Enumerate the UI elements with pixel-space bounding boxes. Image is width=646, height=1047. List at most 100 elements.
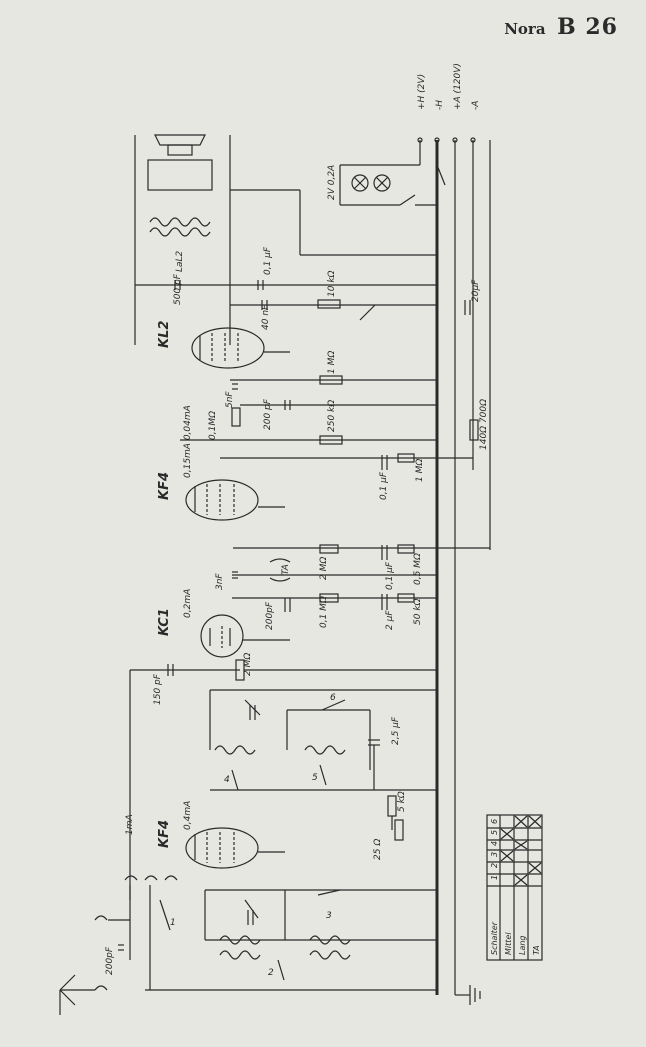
res-10k-label: 10 kΩ (327, 270, 337, 297)
resistor-05m (397, 544, 415, 554)
tube-kf4-rf-current: 0,4mA (183, 801, 193, 830)
antenna-sockets (94, 875, 178, 991)
tube-kf4-af-current: 0,15mA 0,04mA (183, 405, 193, 478)
lamp-lal2-label: LaL2 (175, 250, 185, 272)
cap-200pf-b-label: 200pF (265, 601, 275, 630)
table-header-4: 4 (490, 841, 499, 846)
switch-num-5: 5 (312, 773, 318, 783)
resistor-25 (394, 819, 404, 841)
tube-kf4-af-envelope (185, 479, 259, 521)
resistor-2m (319, 544, 339, 554)
tube-kf4-rf: KF4 0,4mA (157, 801, 285, 869)
table-header-2: 2 (490, 863, 499, 868)
res-1m-b-label: 1 MΩ (415, 459, 425, 482)
switch-num-3: 3 (326, 911, 332, 921)
cap-500pf-label: 500 pF (173, 273, 183, 305)
res-140-700-label: 140Ω 700Ω (479, 399, 489, 450)
supply-label-h-plus: +H (2V) (417, 74, 427, 110)
table-row-ta: TA (532, 945, 541, 955)
switch-num-2: 2 (268, 968, 274, 978)
resistor-01m (231, 407, 241, 427)
res-01m-b-label: 0,1 MΩ (319, 596, 329, 628)
cap-40nf-label: 40 nF (261, 304, 271, 330)
res-2m-label: 2 MΩ (319, 557, 329, 580)
switch-2 (277, 959, 285, 981)
cap-2uf-label: 2 µF (385, 610, 395, 630)
res-25-label: 25 Ω (373, 839, 383, 860)
switch-6 (321, 699, 346, 711)
title-header: Nora B 26 (504, 14, 618, 40)
table-row-mittel: Mittel (504, 932, 513, 955)
res-1m-label: 1 MΩ (327, 351, 337, 374)
resistor-50k (397, 593, 415, 603)
tube-kc1-label: KC1 (157, 608, 172, 636)
antenna-icon (59, 974, 95, 1015)
resistor-1m-screen (397, 453, 415, 463)
output-transformer (149, 217, 211, 227)
res-50k-label: 50 kΩ (413, 598, 423, 625)
tube-kl2-label: KL2 (157, 321, 172, 348)
cap-150pf-label: 150 pF (153, 673, 163, 705)
resistor-250k (319, 435, 343, 445)
res-01m-label: 0,1MΩ (208, 411, 218, 440)
table-header-1: 1 (490, 875, 499, 880)
lamp-icon (373, 174, 391, 192)
tube-kf4-rf-envelope (185, 827, 259, 869)
cap-25uf-label: 2,5 µF (391, 716, 401, 745)
power-switch (399, 194, 416, 206)
pot-2m-label: 2 MΩ (243, 653, 253, 676)
model-number: B 26 (557, 14, 618, 40)
tube-kf4-af-label: KF4 (157, 472, 172, 500)
switch-num-1: 1 (170, 918, 176, 928)
loudspeaker (134, 134, 437, 345)
tube-kl2-envelope (191, 327, 265, 369)
switch-num-6: 6 (330, 693, 336, 703)
resistor-01m-b (319, 593, 339, 603)
resistor-1m (319, 375, 343, 385)
cap-01uf-b-label: 0,1 µF (379, 471, 389, 500)
cap-200pf-ant-label: 200pF (105, 946, 115, 975)
supply-label-a-minus: -A (471, 101, 481, 110)
earth-ground-icon (455, 985, 481, 1005)
resistor-10k (317, 299, 341, 309)
resistor-140-700 (469, 419, 479, 441)
lamp-label: 2V 0,2A (327, 165, 337, 200)
res-05m-label: 0,5 MΩ (413, 553, 423, 585)
switch-5 (319, 764, 327, 786)
supply-label-h-minus: -H (435, 100, 445, 110)
table-row-lang: Lang (518, 935, 527, 955)
pilot-lamps: 2V 0,2A (327, 140, 446, 206)
table-header-3: 3 (490, 852, 499, 857)
supply-terminals: +H (2V) -H +A (120V) -A (417, 63, 481, 143)
supply-label-a-plus: +A (120V) (453, 63, 463, 110)
tube-kl2: KL2 (157, 321, 290, 369)
switch-3 (317, 889, 341, 896)
tube-kc1-current: 0,2mA (183, 589, 193, 618)
switch-num-4: 4 (224, 775, 230, 785)
res-250k-label: 250 kΩ (327, 400, 337, 432)
cap-01uf-c-label: 0,1 µF (385, 561, 395, 590)
tube-kf4-af: KF4 0,15mA 0,04mA (157, 405, 285, 521)
tone-switch (359, 304, 376, 321)
ta-label: TA (281, 564, 291, 575)
table-header-label: Schalter (490, 921, 499, 955)
switch-table: Schalter 1 2 3 4 5 6 Mittel Lang TA (486, 814, 543, 961)
tube-kc1-envelope (200, 614, 244, 658)
ta-socket-icon (269, 558, 291, 563)
table-header-5: 5 (490, 830, 499, 835)
resistor-5k (387, 795, 397, 817)
lamp-icon (351, 174, 369, 192)
cap-01uf-label: 0,1 µF (263, 246, 273, 275)
tube-kc1: KC1 0,2mA (157, 589, 290, 658)
res-5k-label: 5 kΩ (397, 791, 407, 812)
current-1ma-label: 1mA (125, 814, 135, 835)
coil-mw-1 (214, 745, 256, 755)
table-header-6: 6 (490, 819, 499, 824)
tube-kf4-rf-label: KF4 (157, 820, 172, 848)
cap-5nf-label: 5nF (225, 391, 235, 408)
cap-20uf-label: 20µF (471, 279, 481, 302)
cap-200pf-label: 200 pF (263, 398, 273, 430)
switch-1 (159, 899, 171, 931)
